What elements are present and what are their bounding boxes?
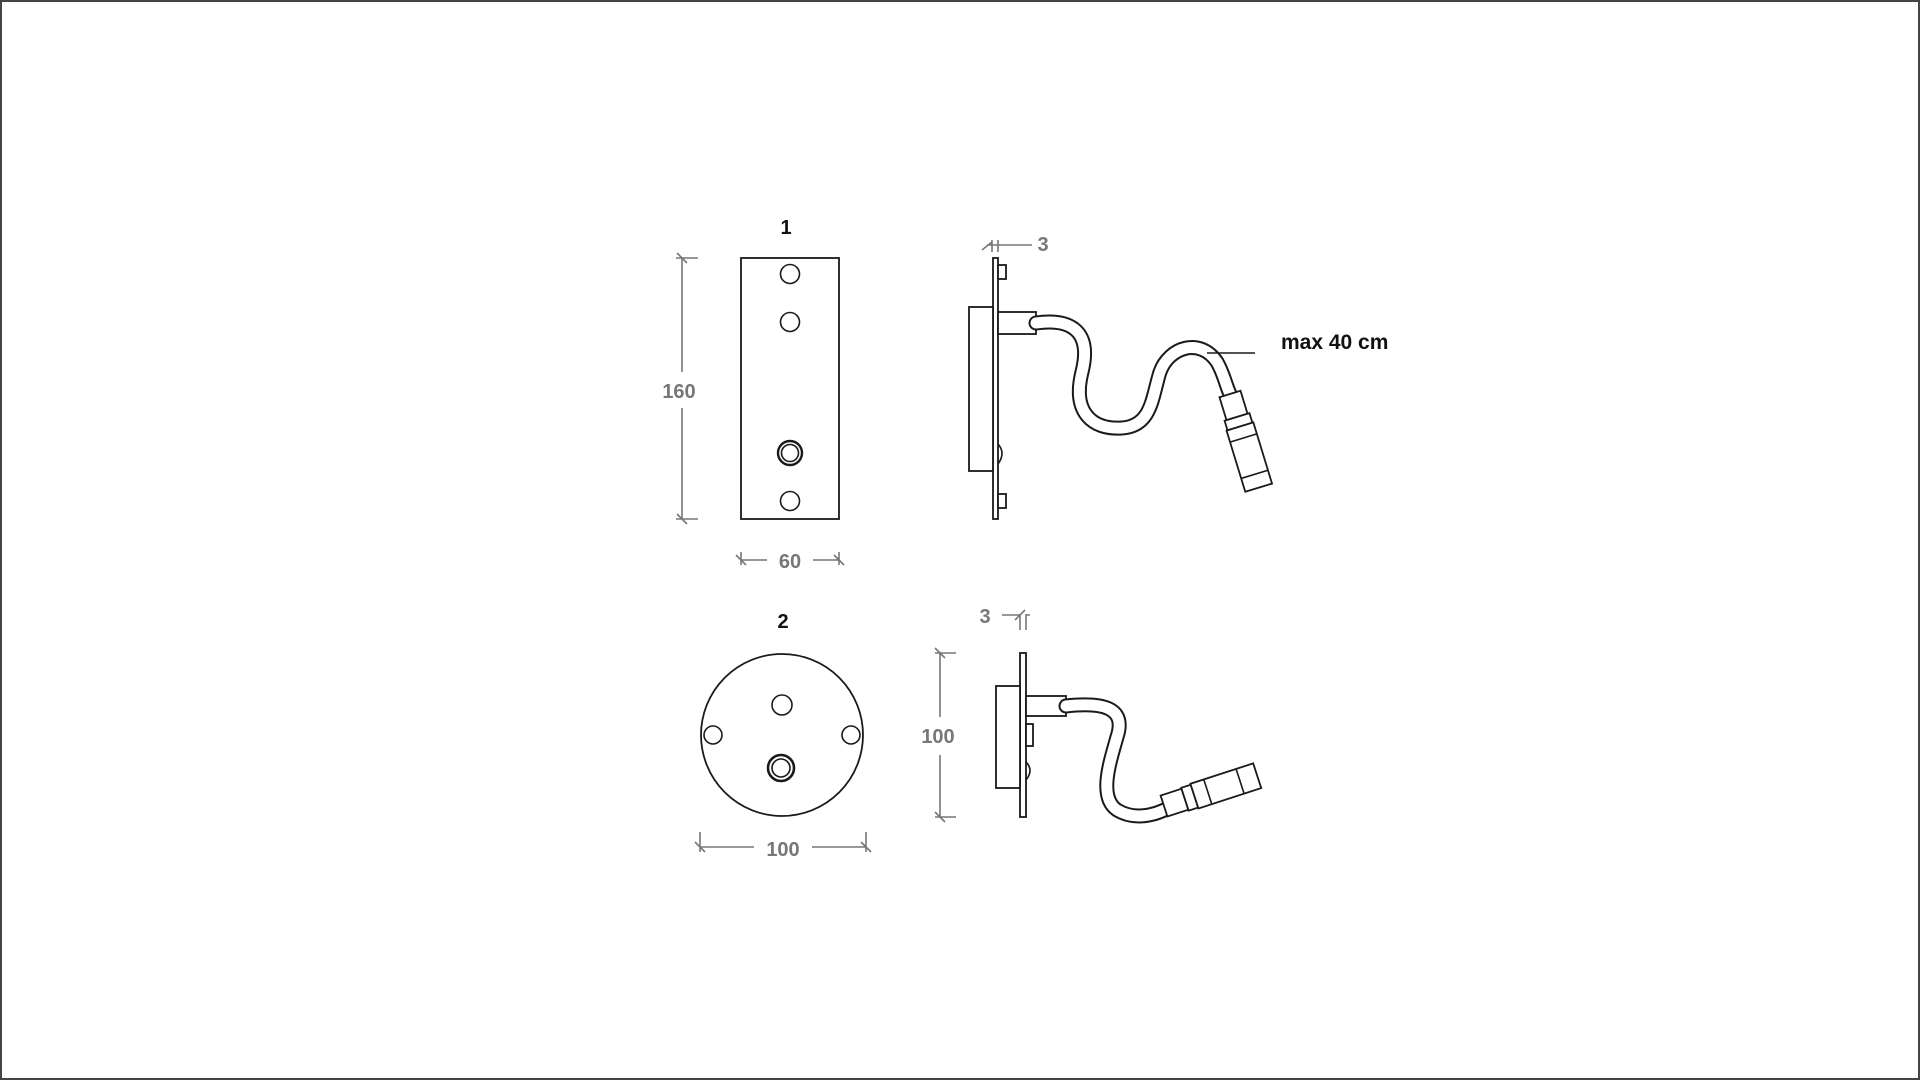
lamp-1-front-view: 1 bbox=[740, 217, 840, 520]
lamp-1-height-dimension: 160 bbox=[662, 252, 698, 525]
lamp-1-width-value: 60 bbox=[779, 551, 801, 573]
lamp-1-side-view: 3 max 40 cm bbox=[968, 234, 1388, 520]
lamp-1-head bbox=[1218, 389, 1274, 493]
lamp-1-width-dimension: 60 bbox=[735, 551, 845, 573]
lamp-1-screw-hole-upper bbox=[779, 311, 801, 333]
lamp-2-plate bbox=[700, 653, 864, 817]
lamp-2-side-plate bbox=[1019, 652, 1027, 818]
lamp-2-label: 2 bbox=[777, 611, 788, 633]
lamp-2-switch-side bbox=[1025, 761, 1031, 781]
lamp-1-screw-head-top bbox=[997, 264, 1007, 280]
lamp-1-rear-box bbox=[968, 306, 994, 472]
lamp-2-switch-ring bbox=[771, 758, 791, 778]
lamp-1-thickness-value: 3 bbox=[1037, 234, 1048, 256]
lamp-1-screw-hole-top bbox=[779, 263, 801, 285]
lamp-1-switch-side bbox=[997, 443, 1003, 465]
lamp-1-screw-hole-bottom bbox=[779, 490, 801, 512]
lamp-2-screw-hole-right bbox=[841, 725, 861, 745]
lamp-2-diameter-dimension: 100 bbox=[694, 832, 872, 861]
lamp-1-switch-ring bbox=[780, 443, 800, 463]
lamp-1-flexible-arm bbox=[1028, 314, 1238, 436]
lamp-2-screw-hole-left bbox=[703, 725, 723, 745]
lamp-2-thickness-value: 3 bbox=[979, 606, 990, 628]
lamp-2-diameter-value: 100 bbox=[766, 839, 799, 861]
lamp-1-plate bbox=[740, 257, 840, 520]
lamp-2-rear-box bbox=[995, 685, 1021, 789]
lamp-1-arm-length-note: max 40 cm bbox=[1281, 331, 1388, 354]
lamp-1-height-value: 160 bbox=[662, 381, 695, 403]
lamp-2-screw-head bbox=[1025, 723, 1034, 747]
lamp-2-head bbox=[1159, 762, 1263, 818]
lamp-1-screw-head-bottom bbox=[997, 493, 1007, 509]
lamp-2-height-value: 100 bbox=[921, 726, 954, 748]
lamp-2-front-view: 2 bbox=[700, 611, 864, 817]
lamp-2-screw-hole-top bbox=[771, 694, 793, 716]
lamp-1-label: 1 bbox=[780, 217, 791, 239]
lamp-2-side-view: 100 3 bbox=[921, 606, 1263, 824]
